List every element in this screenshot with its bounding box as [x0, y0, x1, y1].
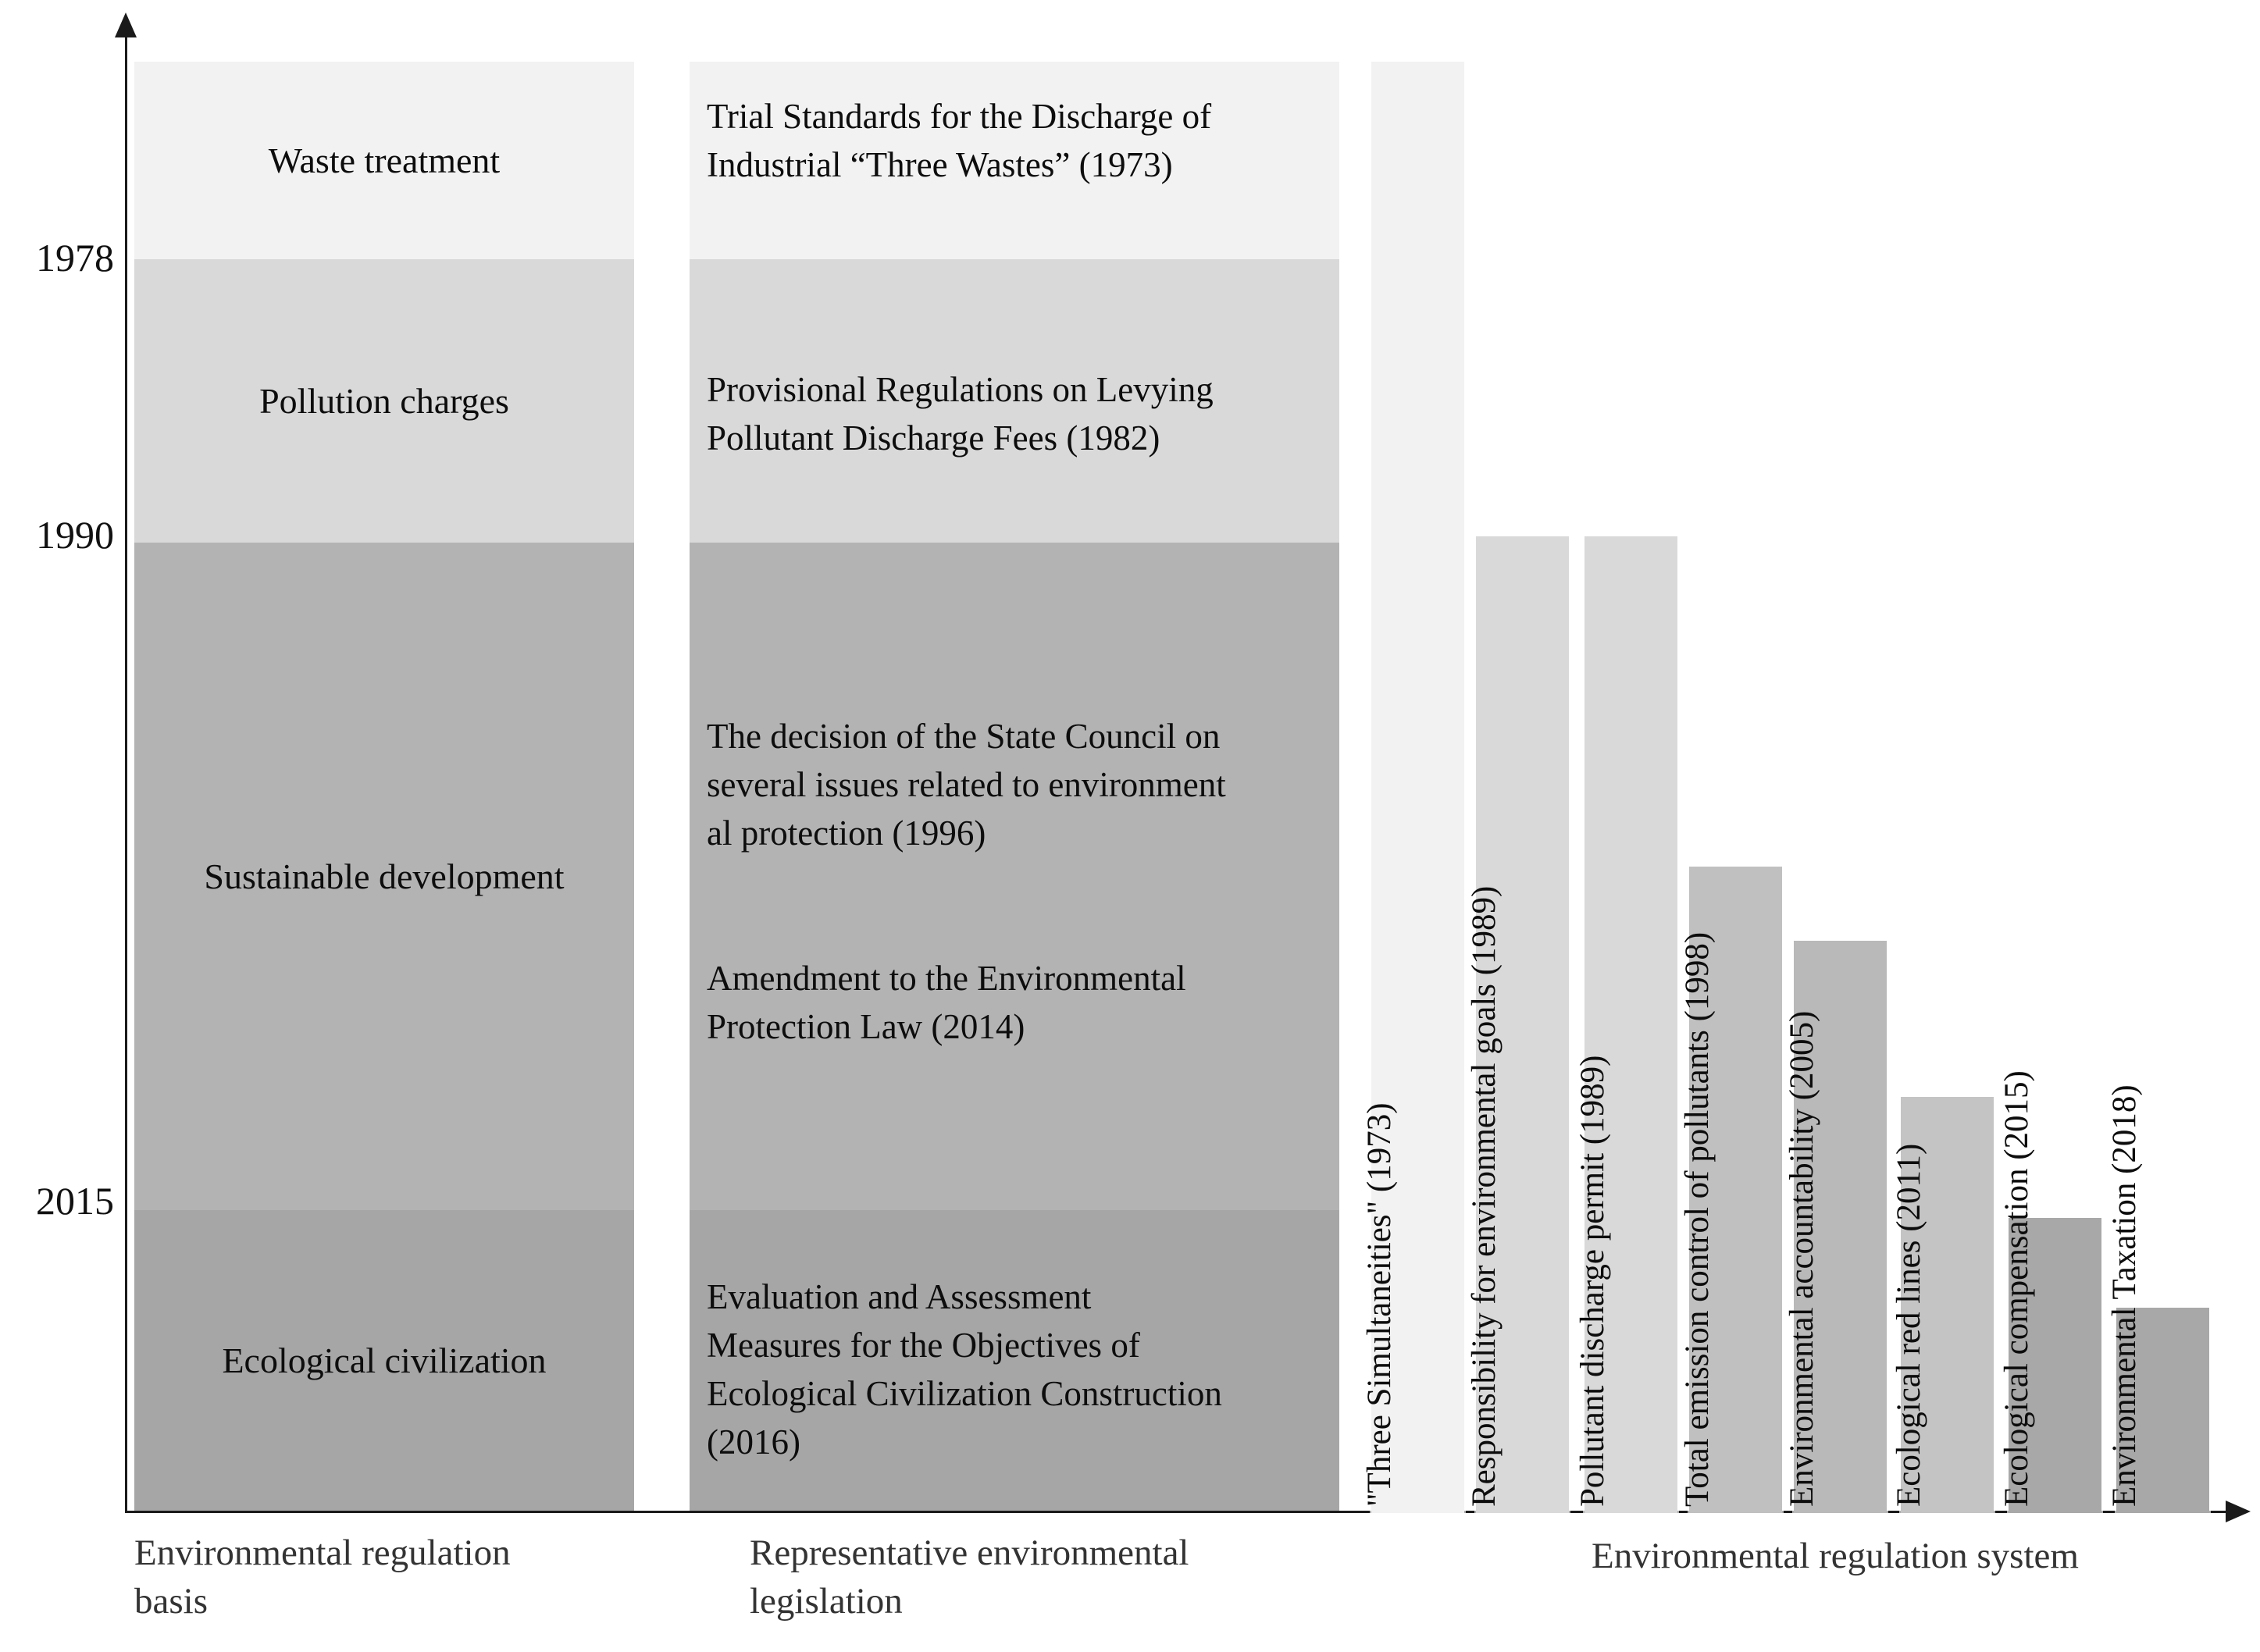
bar-label-responsibility-environmental-goals: Responsibility for environmental goals (… [1466, 885, 1503, 1507]
caption-environmental-regulation-system: Environmental regulation system [1476, 1532, 2194, 1580]
bar-label-ecological-compensation: Ecological compensation (2015) [1998, 1070, 2035, 1507]
law-line: Measures for the Objectives of [707, 1326, 1140, 1365]
law-line: al protection (1996) [707, 814, 986, 853]
caption-line: Environmental regulation system [1592, 1536, 2079, 1576]
basis-segment-ecological-civilization: Ecological civilization [134, 1210, 634, 1511]
y-axis-arrow-icon [115, 12, 137, 37]
law-trial-standards: Trial Standards for the Discharge of Ind… [707, 92, 1331, 189]
law-provisional-regulations: Provisional Regulations on Levying Pollu… [707, 365, 1331, 462]
x-axis-arrow-icon [2226, 1501, 2251, 1522]
y-axis-line [125, 34, 127, 1513]
y-tick-1978: 1978 [36, 236, 114, 279]
basis-segment-pollution-charges: Pollution charges [134, 259, 634, 543]
y-tick-2015: 2015 [36, 1179, 114, 1223]
legislation-segment-1 [690, 62, 1339, 259]
law-line: Industrial “Three Wastes” (1973) [707, 145, 1173, 184]
law-epl-amendment: Amendment to the Environmental Protectio… [707, 954, 1331, 1051]
law-line: Protection Law (2014) [707, 1007, 1025, 1046]
basis-segment-waste-treatment: Waste treatment [134, 62, 634, 259]
bar-ecological-compensation [2009, 1218, 2101, 1513]
law-line: several issues related to environment [707, 765, 1226, 804]
legislation-segment-3 [690, 543, 1339, 1210]
caption-line: Representative environmental [750, 1533, 1189, 1573]
bar-label-total-emission-control: Total emission control of pollutants (19… [1679, 931, 1716, 1507]
bar-three-simultaneities [1371, 62, 1464, 1513]
bar-label-three-simultaneities: "Three Simultaneities" (1973) [1361, 1102, 1398, 1507]
basis-segment-label: Waste treatment [268, 141, 501, 180]
x-axis-line [125, 1511, 2230, 1513]
y-tick-1990: 1990 [36, 513, 114, 557]
legislation-segment-4 [690, 1210, 1339, 1511]
law-line: Amendment to the Environmental [707, 959, 1186, 998]
bar-label-ecological-red-lines: Ecological red lines (2011) [1891, 1143, 1927, 1507]
law-evaluation-measures: Evaluation and Assessment Measures for t… [707, 1273, 1331, 1466]
caption-line: Environmental regulation [134, 1533, 511, 1573]
bar-ecological-red-lines [1901, 1097, 1994, 1513]
law-line: Ecological Civilization Construction [707, 1374, 1222, 1413]
law-line: The decision of the State Council on [707, 717, 1221, 756]
caption-environmental-regulation-basis: Environmental regulation basis [134, 1529, 511, 1625]
law-line: (2016) [707, 1422, 800, 1462]
law-line: Trial Standards for the Discharge of [707, 97, 1212, 136]
bar-environmental-taxation [2116, 1308, 2209, 1513]
caption-line: basis [134, 1581, 208, 1622]
basis-segment-label: Sustainable development [204, 856, 565, 896]
caption-representative-environmental-legislation: Representative environmental legislation [750, 1529, 1189, 1625]
law-line: Evaluation and Assessment [707, 1277, 1092, 1316]
bar-responsibility-environmental-goals [1476, 536, 1569, 1513]
law-state-council-decision: The decision of the State Council on sev… [707, 712, 1331, 857]
bar-total-emission-control [1689, 867, 1782, 1513]
bar-label-environmental-taxation: Environmental Taxation (2018) [2106, 1084, 2143, 1507]
basis-segment-label: Ecological civilization [222, 1340, 547, 1380]
bar-label-pollutant-discharge-permit: Pollutant discharge permit (1989) [1574, 1055, 1611, 1507]
bar-environmental-accountability [1794, 941, 1887, 1513]
bar-label-environmental-accountability: Environmental accountability (2005) [1784, 1010, 1820, 1507]
basis-segment-sustainable-development: Sustainable development [134, 543, 634, 1210]
law-line: Pollutant Discharge Fees (1982) [707, 418, 1160, 458]
law-line: Provisional Regulations on Levying [707, 370, 1214, 409]
caption-line: legislation [750, 1581, 903, 1622]
basis-segment-label: Pollution charges [259, 381, 509, 421]
legislation-segment-2 [690, 259, 1339, 543]
bar-pollutant-discharge-permit [1584, 536, 1677, 1513]
